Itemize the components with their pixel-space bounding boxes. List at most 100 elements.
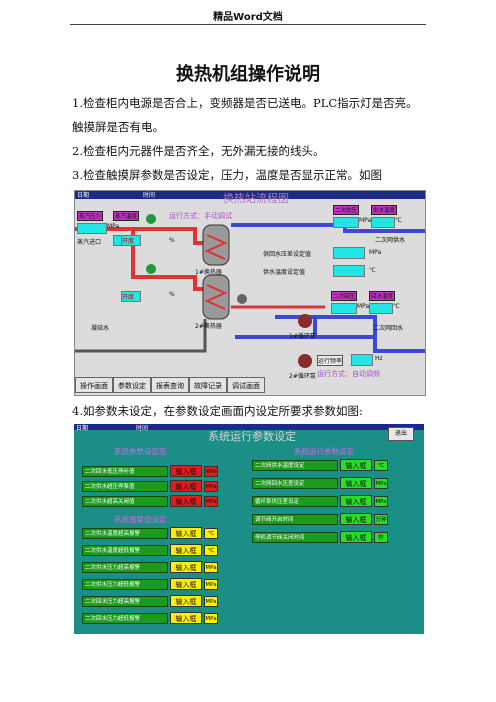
right-input-box[interactable]: 输入框: [340, 513, 372, 525]
right-input-box[interactable]: 输入框: [340, 477, 372, 489]
step-1-line-2: 触摸屏是否有电。: [72, 120, 164, 134]
steam-inlet-label: 蒸汽进口: [77, 239, 102, 246]
fig2-title: 系统运行参数设定: [208, 430, 296, 443]
run-freq-label: 运行频率: [317, 355, 344, 366]
sec-supply-pressure-value[interactable]: [333, 217, 359, 228]
left-section-title: 系统参数设定区: [114, 447, 167, 456]
left_alarm-unit: MPa: [204, 596, 218, 607]
run-freq-value[interactable]: [351, 354, 373, 366]
left_alarm-input-box[interactable]: 输入框: [170, 595, 202, 607]
header-divider: [70, 24, 426, 25]
param-settings-screenshot: 日期 时间 系统运行参数设定 退出 系统参数设定区 系统运行参数设定 系统报警值…: [74, 424, 424, 634]
left_alarm-label: 二次供水压力超高报警: [82, 562, 168, 573]
step-1-line-1: 1.检查柜内电源是否合上，变频器是否已送电。PLC指示灯是否亮。: [72, 96, 418, 110]
secondary-supply-label: 二次网供水: [375, 237, 406, 244]
left_top-input-box[interactable]: 输入框: [170, 480, 202, 492]
supply-temp-set-label: 供水温度设定值: [263, 269, 306, 276]
left_alarm-label: 二次供水温度超低报警: [82, 545, 168, 556]
flow-diagram-screenshot: 日期 时间 换热站流程图 运行方式：手动调试 蒸汽压力 蒸汽温度 MPa 蒸汽进…: [74, 190, 426, 396]
step-2: 2.检查柜内元器件是否齐全，无外漏无接的线头。: [72, 144, 325, 158]
right-label: 调节阀开启时间: [252, 514, 338, 525]
right-unit: MPa: [374, 478, 388, 489]
supply-temp-set-value[interactable]: [333, 265, 365, 277]
left_alarm-input-box[interactable]: 输入框: [170, 561, 202, 573]
right-unit: 分钟: [374, 514, 388, 525]
pump1-label: 1#循环泵: [289, 333, 316, 340]
right-unit: ℃: [374, 460, 388, 471]
valve1-percent: %: [169, 237, 175, 244]
right-label: 二次网回水压差设定: [252, 478, 338, 489]
supply-temp-tag: 供水温度: [371, 205, 398, 215]
exit-button[interactable]: 退出: [388, 427, 414, 441]
alarm-section-title: 系统报警值设定: [114, 515, 167, 524]
left_alarm-input-box[interactable]: 输入框: [170, 612, 202, 624]
run-freq-unit: Hz: [375, 355, 383, 362]
left_top-input-box[interactable]: 输入框: [170, 495, 202, 507]
left_alarm-unit: MPa: [204, 613, 218, 624]
menu-fault-button[interactable]: 故障记录: [189, 377, 227, 393]
right-unit: 秒: [374, 532, 388, 543]
supply-return-set-unit: MPa: [369, 249, 382, 256]
right-unit: MPa: [374, 496, 388, 507]
supply-return-set-value[interactable]: [333, 247, 365, 259]
sec-supply-pressure-tag: 二次供压: [333, 205, 360, 215]
left_alarm-label: 二次回水压力超低报警: [82, 613, 168, 624]
menu-operation-button[interactable]: 操作画面: [75, 377, 113, 393]
steam-temp-tag: 蒸汽温度: [113, 211, 140, 221]
left_top-unit: MPa: [204, 466, 218, 477]
left_alarm-unit: MPa: [204, 562, 218, 573]
right-label: 循环泵供压差设定: [252, 496, 338, 507]
drain-label: 凝结水: [91, 325, 110, 332]
steam-pressure-value[interactable]: [77, 223, 107, 234]
pipe-network: [75, 214, 425, 368]
left_alarm-label: 二次供水温度超高报警: [82, 528, 168, 539]
return-temp-tag: 回水温度: [369, 291, 396, 301]
right-section-title: 系统运行参数设定: [294, 447, 354, 456]
menu-debug-button[interactable]: 调试画面: [227, 377, 265, 393]
valve2-percent: %: [169, 291, 175, 298]
pump2-label: 2#循环泵: [289, 373, 316, 380]
fig1-title: 换热站流程图: [223, 192, 289, 205]
supply-temp-value[interactable]: [371, 217, 395, 228]
left_alarm-input-box[interactable]: 输入框: [170, 578, 202, 590]
secondary-return-label: 二次网回水: [373, 325, 404, 332]
exchanger-2-label: 2#换热器: [195, 323, 222, 330]
left_alarm-unit: ℃: [204, 545, 218, 556]
left_top-label: 二次供水超压停泵值: [82, 481, 168, 492]
fig1-title-bar: [75, 191, 425, 199]
supply-return-set-label: 供回水压差设定值: [263, 251, 312, 258]
left_alarm-unit: ℃: [204, 528, 218, 539]
run-mode-auto: 运行方式：自动调频: [317, 370, 380, 378]
fig1-date-label: 日期: [77, 192, 90, 199]
step-3: 3.检查触摸屏参数是否设定，压力，温度是否显示正常。如图: [72, 168, 382, 182]
step-4: 4.如参数未设定，在参数设定画面内设定所要求参数如图:: [72, 404, 363, 418]
right-input-box[interactable]: 输入框: [340, 459, 372, 471]
exchanger-1-label: 1#换热器: [195, 269, 222, 276]
right-label: 二次网供水温度设定: [252, 460, 338, 471]
return-temp-value[interactable]: [369, 303, 393, 314]
steam-pressure-unit: MPa: [107, 223, 120, 230]
return-temp-unit: ℃: [393, 303, 400, 310]
menu-params-button[interactable]: 参数设定: [113, 377, 151, 393]
supply-temp-set-unit: ℃: [369, 267, 376, 274]
right-label: 停机调节阀关闭时间: [252, 532, 338, 543]
left_top-unit: MPa: [204, 481, 218, 492]
valve1-opening[interactable]: 开度: [121, 235, 141, 246]
right-input-box[interactable]: 输入框: [340, 531, 372, 543]
sec-return-pressure-value[interactable]: [331, 303, 357, 314]
fig2-title-bar: [74, 424, 424, 430]
fig2-time-label: 时间: [136, 425, 149, 432]
right-input-box[interactable]: 输入框: [340, 495, 372, 507]
menu-report-button[interactable]: 报表查询: [151, 377, 189, 393]
left_alarm-unit: MPa: [204, 579, 218, 590]
supply-temp-unit: ℃: [395, 217, 402, 224]
run-mode-manual: 运行方式：手动调试: [169, 212, 232, 220]
left_alarm-input-box[interactable]: 输入框: [170, 527, 202, 539]
left_top-input-box[interactable]: 输入框: [170, 465, 202, 477]
sec-return-pressure-unit: MPa: [357, 303, 370, 310]
page-header: 精品Word文档: [213, 12, 283, 23]
valve2-opening[interactable]: 开度: [121, 291, 141, 302]
left_alarm-label: 二次供水压力超低报警: [82, 579, 168, 590]
left_alarm-input-box[interactable]: 输入框: [170, 544, 202, 556]
left_top-label: 二次供水超高关阀值: [82, 496, 168, 507]
